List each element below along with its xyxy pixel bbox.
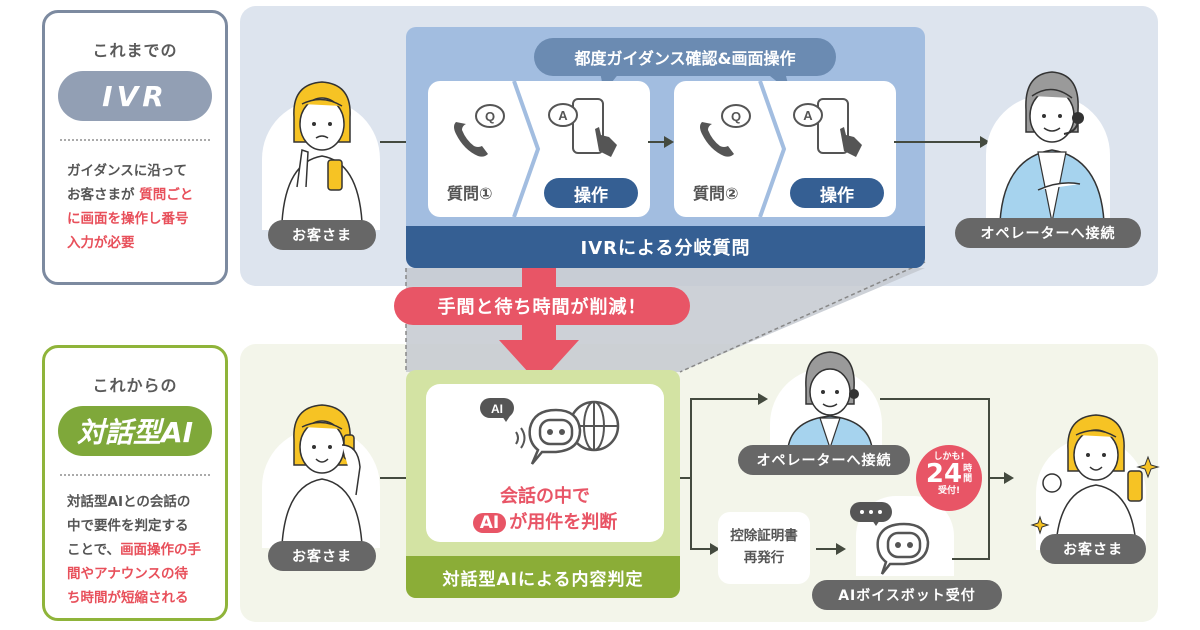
arrowhead bbox=[758, 393, 768, 405]
arrowhead bbox=[710, 543, 720, 555]
desc-text: 対話型AIとの会話の bbox=[67, 494, 191, 510]
badge-top: しかも! bbox=[933, 452, 965, 462]
desc-highlight: 質問ごと bbox=[139, 187, 194, 203]
reduction-arrow-head bbox=[499, 340, 579, 384]
desc-text: ガイダンスに沿って bbox=[67, 163, 188, 179]
divider bbox=[60, 474, 210, 476]
svg-text:Q: Q bbox=[485, 109, 495, 124]
divider bbox=[60, 139, 210, 141]
operation-badge-2: 操作 bbox=[790, 178, 884, 208]
desc-highlight: ち時間が短縮される bbox=[67, 590, 189, 606]
desc-text: お客さまが bbox=[67, 187, 140, 203]
customer-label: お客さま bbox=[268, 220, 376, 250]
merge-line bbox=[988, 398, 990, 560]
branch-line bbox=[690, 398, 758, 400]
voicebot-icon bbox=[850, 502, 930, 575]
operator-label: オペレーターへ接続 bbox=[738, 445, 910, 475]
svg-text:A: A bbox=[558, 108, 568, 123]
phone-question-icon: Q bbox=[454, 104, 505, 157]
future-pill: 対話型AI bbox=[58, 406, 212, 456]
flow-arrow bbox=[380, 141, 422, 143]
branch-line bbox=[690, 548, 712, 550]
ai-footer-title: 対話型AIによる内容判定 bbox=[406, 556, 680, 598]
phone-question-icon: Q bbox=[700, 104, 751, 157]
reissue-card: 控除証明書 再発行 bbox=[718, 512, 810, 584]
ai-line2-text: が用件を判断 bbox=[509, 512, 618, 533]
calling-customer-illustration bbox=[281, 404, 363, 545]
desc-highlight: に画面を操作し番号 bbox=[67, 211, 189, 227]
operator-label: オペレーターへ接続 bbox=[955, 218, 1141, 248]
desc-highlight: 間やアナウンスの待 bbox=[67, 566, 188, 582]
question-label-2: 質問② bbox=[693, 184, 739, 203]
desc-text: ことで、 bbox=[67, 542, 121, 558]
future-caption: これからの bbox=[92, 376, 178, 395]
legacy-description: ガイダンスに沿って お客さまが 質問ごと に画面を操作し番号 入力が必要 bbox=[57, 159, 213, 255]
branch-line bbox=[690, 398, 692, 550]
ai-line1: 会話の中で bbox=[500, 486, 590, 507]
merge-line bbox=[880, 398, 990, 400]
reduction-banner: 手間と待ち時間が削減！ bbox=[394, 287, 690, 325]
branch-line bbox=[680, 477, 692, 479]
ai-chip-text: AI bbox=[491, 402, 503, 416]
desc-highlight: 入力が必要 bbox=[67, 235, 135, 251]
flow-arrow bbox=[894, 141, 980, 143]
ai-robot-globe-icon: AI bbox=[480, 398, 620, 465]
arrowhead bbox=[980, 136, 990, 148]
desc-highlight: 画面操作の手 bbox=[120, 542, 202, 558]
badge-bottom: 受付! bbox=[937, 486, 961, 496]
smartphone-tap-icon: A bbox=[548, 98, 617, 157]
guidance-speech-bubble: 都度ガイダンス確認&画面操作 bbox=[534, 38, 836, 76]
customer-label: お客さま bbox=[1040, 534, 1146, 564]
reissue-line1: 控除証明書 bbox=[730, 528, 798, 544]
flow-arrow bbox=[380, 477, 422, 479]
svg-text:Q: Q bbox=[731, 109, 741, 124]
desc-text: 中で要件を判定する bbox=[67, 518, 189, 534]
arrowhead bbox=[836, 543, 846, 555]
future-ai-card: これからの 対話型AI 対話型AIとの会話の 中で要件を判定する ことで、画面操… bbox=[42, 345, 228, 621]
badge-unit: 時 間 bbox=[963, 464, 972, 484]
legacy-caption: これまでの bbox=[92, 41, 178, 60]
ivr-footer-title: IVRによる分岐質問 bbox=[406, 226, 925, 268]
arrowhead bbox=[664, 136, 674, 148]
legacy-pill: IVR bbox=[58, 71, 212, 121]
worried-customer-illustration bbox=[281, 81, 363, 222]
question-label-1: 質問① bbox=[447, 184, 493, 203]
merge-line bbox=[952, 558, 990, 560]
badge-unit1: 時 bbox=[963, 464, 973, 474]
24h-badge: しかも! 24 時 間 受付! bbox=[916, 445, 982, 511]
ai-chip: AI bbox=[472, 513, 507, 533]
operation-badge-1: 操作 bbox=[544, 178, 638, 208]
reissue-line2: 再発行 bbox=[743, 550, 785, 566]
flow-arrow bbox=[816, 548, 836, 550]
badge-hours: 24 時 間 bbox=[916, 459, 982, 489]
legacy-ivr-card: これまでの IVR ガイダンスに沿って お客さまが 質問ごと に画面を操作し番号… bbox=[42, 10, 228, 285]
badge-number: 24 bbox=[925, 459, 963, 489]
customer-label: お客さま bbox=[268, 541, 376, 571]
operator-illustration bbox=[999, 71, 1105, 222]
flow-arrow bbox=[648, 141, 664, 143]
smartphone-tap-icon: A bbox=[793, 98, 862, 157]
happy-customer-illustration bbox=[1030, 414, 1160, 545]
badge-unit2: 間 bbox=[963, 474, 973, 484]
future-description: 対話型AIとの会話の 中で要件を判定する ことで、画面操作の手 間やアナウンスの… bbox=[57, 490, 213, 610]
operator-illustration bbox=[787, 351, 873, 448]
arrowhead bbox=[1004, 472, 1014, 484]
merge-line bbox=[988, 477, 1006, 479]
voicebot-label: AIボイスボット受付 bbox=[812, 580, 1002, 610]
svg-text:A: A bbox=[803, 108, 813, 123]
